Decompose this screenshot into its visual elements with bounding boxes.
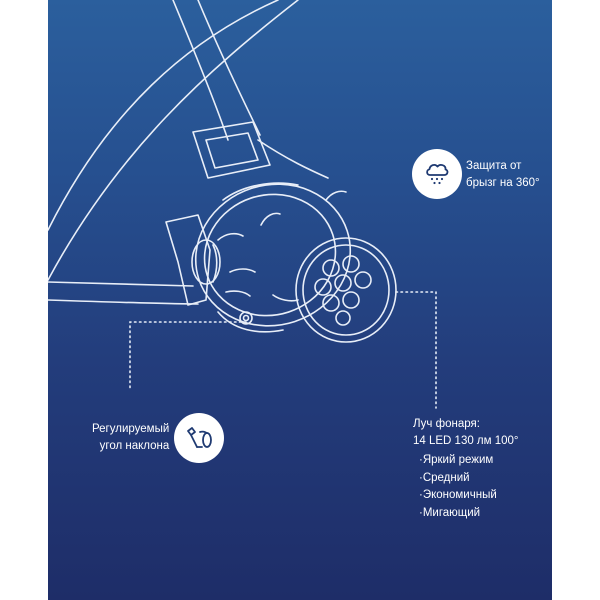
- led: [314, 278, 332, 296]
- side-cap: [191, 239, 221, 285]
- housing-slot-1: [217, 232, 244, 241]
- product-feature-panel: Защита от брызг на 360° Регулируемый уго…: [48, 0, 552, 600]
- cloud-rain-icon: [426, 164, 449, 185]
- housing-slot-6: [325, 190, 347, 201]
- beam-mode-item: ·Средний: [419, 471, 470, 484]
- led: [335, 310, 351, 326]
- led: [342, 255, 360, 273]
- mount-bracket: [165, 214, 211, 306]
- splash-protection-label: Защита от брызг на 360°: [466, 160, 540, 189]
- side-cap-line: [212, 244, 218, 283]
- top-strap-left: [172, 0, 229, 141]
- tilt-angle-badge: [174, 413, 224, 463]
- tilt-angle-icon: [187, 427, 212, 448]
- lamp-housing-inner: [203, 193, 337, 317]
- beam-mode-item: ·Экономичный: [419, 489, 497, 501]
- beam-callout-line: [395, 291, 437, 409]
- headlamp-illustration: [48, 0, 437, 409]
- housing-slot-4: [260, 212, 281, 226]
- tilt-angle-label: Регулируемый угол наклона: [92, 423, 170, 452]
- head-strap-upper: [48, 0, 279, 231]
- side-strap-lower: [48, 299, 199, 305]
- lamp-housing: [194, 183, 352, 327]
- beam-spec-value: 14 LED 130 лм 100°: [413, 435, 519, 447]
- led: [322, 294, 340, 312]
- tilt-callout-line: [129, 321, 247, 389]
- strap-buckle: [192, 121, 271, 179]
- head-strap-upper-inner: [48, 0, 299, 281]
- lens-ring-inner: [302, 244, 390, 336]
- lens-ring-outer: [295, 237, 397, 343]
- housing-top-ridge: [222, 182, 299, 201]
- splash-protection-badge: [412, 149, 462, 199]
- beam-spec: Луч фонаря: 14 LED 130 лм 100° ·Яркий ре…: [413, 416, 519, 522]
- led: [354, 271, 372, 289]
- led: [342, 291, 360, 309]
- beam-title: Луч фонаря:: [413, 418, 480, 430]
- strap-buckle-inner: [205, 132, 259, 169]
- led: [334, 274, 352, 292]
- led: [322, 259, 340, 277]
- strap-to-housing: [257, 139, 329, 179]
- top-strap-right: [197, 0, 261, 136]
- beam-mode-list: ·Яркий режим ·Средний ·Экономичный ·Мига…: [419, 452, 519, 522]
- bracket-lower-edge: [217, 311, 284, 333]
- beam-mode-item: ·Мигающий: [419, 506, 481, 519]
- housing-slot-5: [272, 294, 299, 302]
- housing-slot-3: [225, 290, 251, 297]
- side-strap-lower-inner: [48, 281, 194, 287]
- beam-mode-item: ·Яркий режим: [419, 454, 494, 466]
- housing-slot-2: [229, 268, 256, 273]
- tilt-screw-center: [242, 314, 250, 322]
